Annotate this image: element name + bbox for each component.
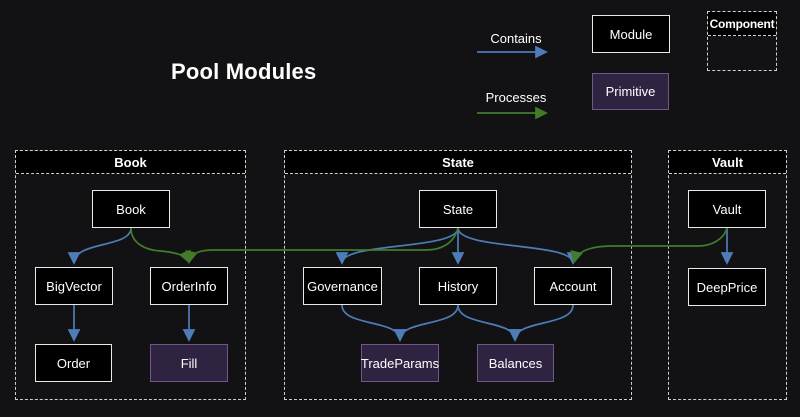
node-tradeparams: TradeParams xyxy=(361,344,439,382)
node-bigvector-label: BigVector xyxy=(46,278,102,294)
node-balances-label: Balances xyxy=(488,355,543,371)
legend-component-box: Component xyxy=(707,11,777,71)
legend-processes-label: Processes xyxy=(485,90,547,105)
node-governance-label: Governance xyxy=(307,278,378,294)
node-orderinfo: OrderInfo xyxy=(150,267,228,305)
legend-contains-label: Contains xyxy=(490,31,542,46)
legend-module-label: Module xyxy=(609,26,653,42)
node-vault-label: Vault xyxy=(712,201,742,217)
node-bigvector: BigVector xyxy=(35,267,113,305)
node-orderinfo-label: OrderInfo xyxy=(161,278,217,294)
container-state-title: State xyxy=(285,151,631,174)
node-account: Account xyxy=(534,267,612,305)
node-vault: Vault xyxy=(688,190,766,228)
page-title: Pool Modules xyxy=(171,59,317,84)
container-book-title: Book xyxy=(16,151,245,174)
node-account-label: Account xyxy=(549,278,597,294)
container-book: Book xyxy=(15,150,246,400)
node-history-label: History xyxy=(437,278,479,294)
node-fill-label: Fill xyxy=(180,355,198,371)
node-book-label: Book xyxy=(116,201,146,217)
node-fill: Fill xyxy=(150,344,228,382)
legend-component-label: Component xyxy=(708,12,776,36)
legend-primitive-box: Primitive xyxy=(592,73,669,110)
container-vault: Vault xyxy=(668,150,787,400)
container-vault-title: Vault xyxy=(669,151,786,174)
node-deepprice: DeepPrice xyxy=(688,268,766,306)
legend-primitive-label: Primitive xyxy=(605,84,656,99)
node-governance: Governance xyxy=(303,267,382,305)
node-deepprice-label: DeepPrice xyxy=(696,279,758,295)
node-tradeparams-label: TradeParams xyxy=(360,355,440,371)
node-order: Order xyxy=(35,344,112,382)
node-book: Book xyxy=(92,190,170,228)
node-history: History xyxy=(419,267,497,305)
node-state-label: State xyxy=(442,201,474,217)
node-order-label: Order xyxy=(56,355,91,371)
legend-module-box: Module xyxy=(592,15,670,53)
node-balances: Balances xyxy=(477,344,554,382)
container-state: State xyxy=(284,150,632,400)
node-state: State xyxy=(419,190,497,228)
